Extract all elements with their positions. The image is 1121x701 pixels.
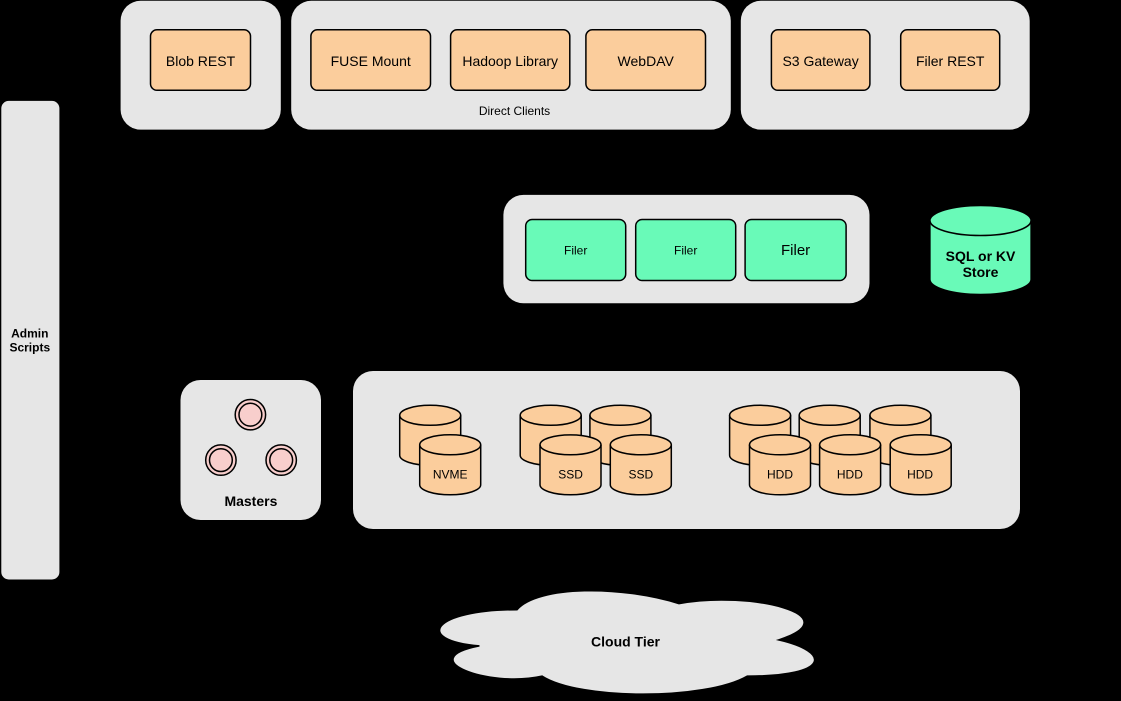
svg-text:Filer REST: Filer REST bbox=[916, 53, 985, 69]
svg-text:SSD: SSD bbox=[629, 468, 654, 482]
svg-text:FUSE Mount: FUSE Mount bbox=[331, 53, 411, 69]
svg-text:HDD: HDD bbox=[907, 468, 933, 482]
svg-text:Admin: Admin bbox=[11, 326, 48, 340]
svg-text:Filer: Filer bbox=[674, 244, 697, 258]
svg-text:HDD: HDD bbox=[767, 468, 793, 482]
svg-text:WebDAV: WebDAV bbox=[618, 53, 675, 69]
svg-text:S3 Gateway: S3 Gateway bbox=[782, 53, 858, 69]
svg-text:Scripts: Scripts bbox=[9, 341, 50, 355]
svg-text:Cloud Tier: Cloud Tier bbox=[591, 633, 661, 649]
svg-text:Store: Store bbox=[963, 264, 999, 280]
svg-text:SSD: SSD bbox=[558, 468, 583, 482]
svg-text:NVME: NVME bbox=[433, 468, 468, 482]
svg-text:Filer: Filer bbox=[781, 242, 810, 259]
svg-text:HDD: HDD bbox=[837, 468, 863, 482]
svg-text:Direct Clients: Direct Clients bbox=[479, 104, 550, 118]
svg-text:SQL or KV: SQL or KV bbox=[946, 248, 1016, 264]
svg-text:Masters: Masters bbox=[224, 493, 277, 509]
svg-text:Filer: Filer bbox=[564, 244, 587, 258]
svg-text:Blob REST: Blob REST bbox=[166, 53, 236, 69]
svg-text:Hadoop Library: Hadoop Library bbox=[462, 53, 558, 69]
